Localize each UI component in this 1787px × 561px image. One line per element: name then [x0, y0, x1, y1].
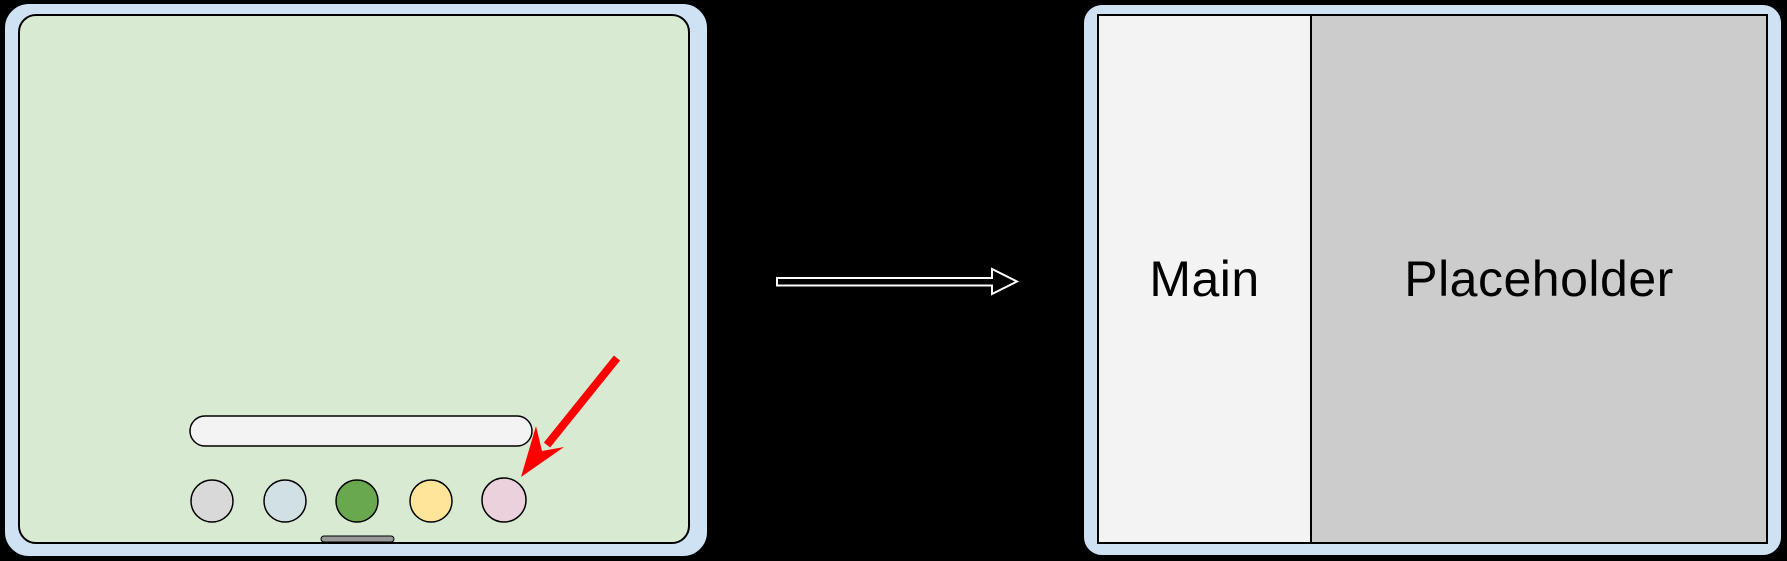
- placeholder-pane: Placeholder: [1310, 16, 1766, 542]
- home-indicator[interactable]: [320, 535, 395, 542]
- dock-icon-gray[interactable]: [190, 479, 234, 523]
- splitscreen: Main Placeholder: [1097, 14, 1768, 544]
- tablet-device-after: Main Placeholder: [1082, 3, 1783, 557]
- main-pane-label: Main: [1149, 251, 1260, 307]
- transition-arrow-shape: [776, 267, 1020, 296]
- transition-arrow-icon: [776, 267, 1020, 296]
- dock-icon-yellow[interactable]: [409, 479, 453, 523]
- homescreen: [18, 14, 690, 544]
- placeholder-pane-label: Placeholder: [1404, 251, 1674, 307]
- homescreen-content: [189, 415, 533, 542]
- main-pane: Main: [1099, 16, 1310, 542]
- tablet-device-before: [3, 2, 709, 558]
- dock-icon-green[interactable]: [335, 479, 379, 523]
- dock-icon-blue[interactable]: [263, 479, 307, 523]
- dock-icon-pink[interactable]: [481, 477, 527, 523]
- search-bar[interactable]: [189, 415, 533, 447]
